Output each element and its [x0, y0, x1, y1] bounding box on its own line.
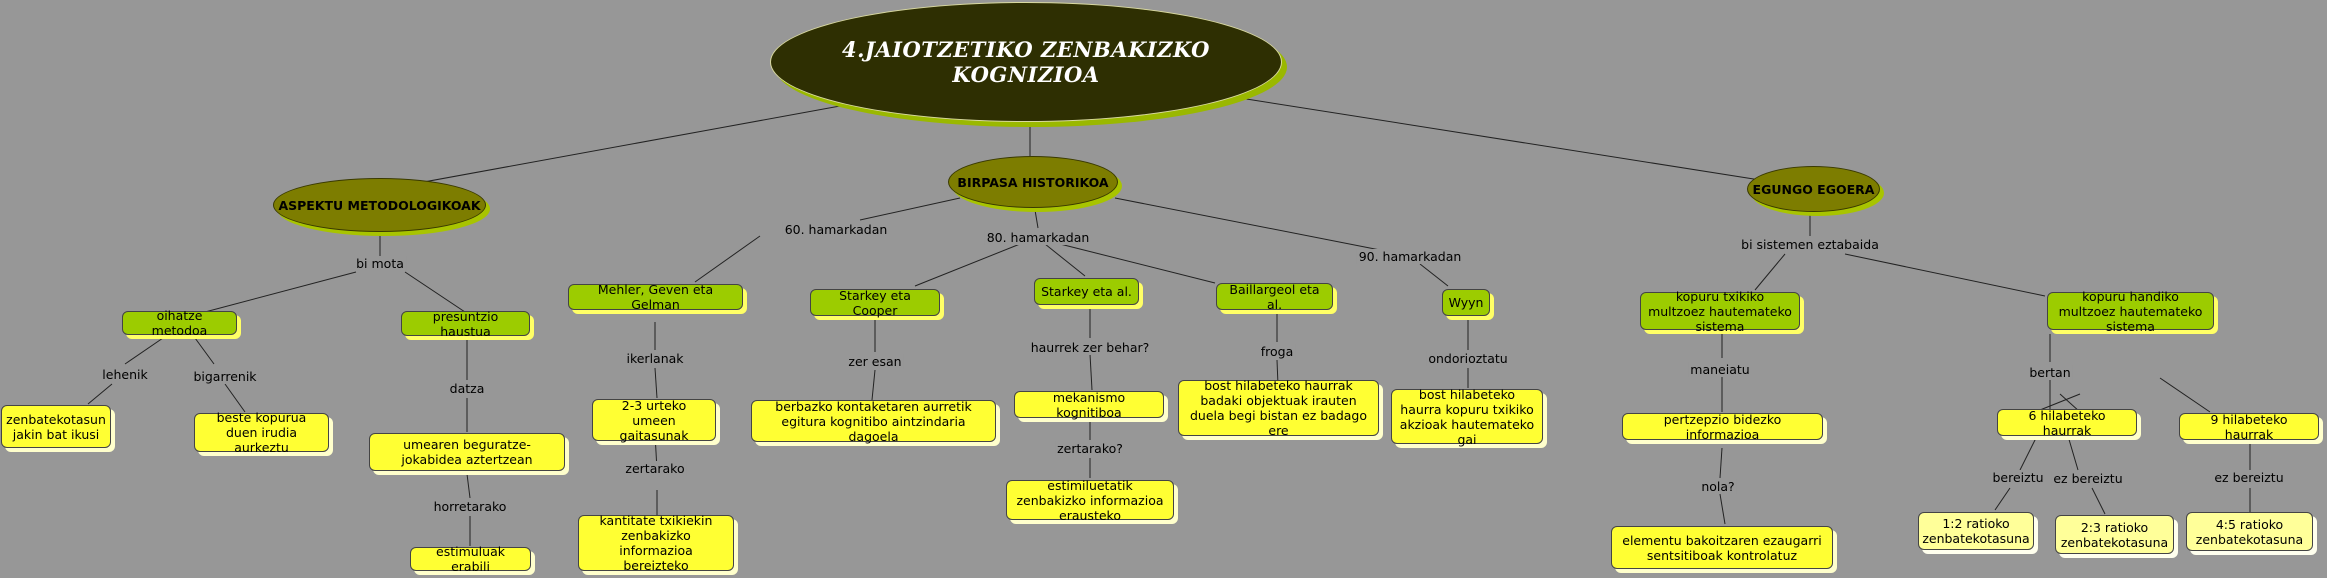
concept-ratio-2-3[interactable]: 2:3 ratioko zenbatekotasuna: [2055, 515, 2174, 554]
branch-egungo-egoera[interactable]: EGUNGO EGOERA: [1747, 166, 1880, 212]
concept-kopuru-handiko[interactable]: kopuru handiko multzoez hautemateko sist…: [2047, 289, 2214, 334]
concept-beste-kopurua[interactable]: beste kopurua duen irudia aurkeztu: [194, 410, 329, 455]
concept-9-hilabeteko-haurrak[interactable]: 9 hilabeteko haurrak: [2179, 412, 2319, 442]
concept-mekanismo-kognitiboa[interactable]: mekanismo kognitiboa: [1014, 390, 1164, 420]
concept-oihatze-metodoa[interactable]: oihatze metodoa: [122, 308, 237, 338]
concept-baillargeol-eta-al[interactable]: Baillargeol eta al.: [1216, 282, 1333, 312]
link-label-80-hamarkadan: 80. hamarkadan: [984, 230, 1092, 245]
concept-starkey-eta-cooper[interactable]: Starkey eta Cooper: [810, 288, 940, 318]
concept-presuntzio-haustua[interactable]: presuntzio haustua: [401, 309, 530, 339]
concept-bost-hilabeteko-haurra[interactable]: bost hilabeteko haurra kopuru txikiko ak…: [1391, 387, 1543, 447]
concept-ratio-4-5[interactable]: 4:5 ratioko zenbatekotasuna: [2186, 512, 2313, 551]
concept-mehler-geven-gelman[interactable]: Mehler, Geven eta Gelman: [568, 282, 743, 312]
link-label-bi-sistemen-eztabaida: bi sistemen eztabaida: [1739, 237, 1881, 252]
concept-starkey-eta-al[interactable]: Starkey eta al.: [1034, 278, 1139, 305]
concept-estimuluak-erabili[interactable]: estimuluak erabili: [410, 544, 531, 574]
concept-zenbatekotasun[interactable]: zenbatekotasun jakin bat ikusi: [1, 405, 111, 448]
concept-2-3-urteko-umeen[interactable]: 2-3 urteko umeen gaitasunak: [592, 398, 716, 443]
link-label-ondorioztatu: ondorioztatu: [1426, 351, 1510, 366]
concept-kopuru-txikiko[interactable]: kopuru txikiko multzoez hautemateko sist…: [1640, 289, 1800, 334]
link-label-bertan: bertan: [2027, 365, 2073, 380]
concept-wyyn[interactable]: Wyyn: [1442, 289, 1490, 316]
link-label-bi-mota: bi mota: [354, 256, 406, 271]
concept-berbazko-kontaketaren[interactable]: berbazko kontaketaren aurretik egitura k…: [751, 399, 996, 444]
link-label-zertarako: zertarako: [623, 461, 687, 476]
link-label-bereiztu: bereiztu: [1990, 470, 2046, 485]
link-label-froga: froga: [1258, 344, 1296, 359]
link-label-90-hamarkadan: 90. hamarkadan: [1356, 249, 1464, 264]
link-label-ikerlanak: ikerlanak: [624, 351, 686, 366]
map-title[interactable]: 4.JAIOTZETIKO ZENBAKIZKO KOGNIZIOA: [770, 2, 1282, 122]
link-label-horretarako: horretarako: [431, 499, 509, 514]
link-label-ez-bereiztu-2: ez bereiztu: [2212, 470, 2286, 485]
concept-elementu-bakoitzaren[interactable]: elementu bakoitzaren ezaugarri sentsitib…: [1611, 526, 1833, 569]
concept-6-hilabeteko-haurrak[interactable]: 6 hilabeteko haurrak: [1997, 408, 2137, 438]
link-label-ez-bereiztu-1: ez bereiztu: [2051, 471, 2125, 486]
concept-kantitate-txikiekin[interactable]: kantitate txikiekin zenbakizko informazi…: [578, 513, 734, 573]
concept-estimuluetatik[interactable]: estimiluetatik zenbakizko informazioa er…: [1006, 478, 1174, 523]
link-label-lehenik: lehenik: [100, 367, 150, 382]
link-label-zer-esan: zer esan: [846, 354, 904, 369]
link-label-bigarrenik: bigarrenik: [191, 369, 259, 384]
link-label-zertarako-q: zertarako?: [1055, 441, 1125, 456]
concept-umearen-beguratze[interactable]: umearen beguratze-jokabidea aztertzean: [369, 433, 565, 471]
link-label-maneiatu: maneiatu: [1688, 362, 1752, 377]
link-label-60-hamarkadan: 60. hamarkadan: [782, 222, 890, 237]
link-label-nola: nola?: [1699, 479, 1737, 494]
branch-aspektu-metodologikoak[interactable]: ASPEKTU METODOLOGIKOAK: [273, 178, 486, 232]
concept-ratio-1-2[interactable]: 1:2 ratioko zenbatekotasuna: [1918, 512, 2034, 550]
concept-pertzepzio-bidezko[interactable]: pertzepzio bidezko informazioa: [1622, 412, 1823, 442]
branch-birpasa-historikoa[interactable]: BIRPASA HISTORIKOA: [948, 156, 1118, 208]
concept-bost-hilabeteko-haurrak[interactable]: bost hilabeteko haurrak badaki objektuak…: [1178, 378, 1379, 438]
link-label-datza: datza: [447, 381, 487, 396]
link-label-haurrek-zer-behar: haurrek zer behar?: [1028, 340, 1152, 355]
